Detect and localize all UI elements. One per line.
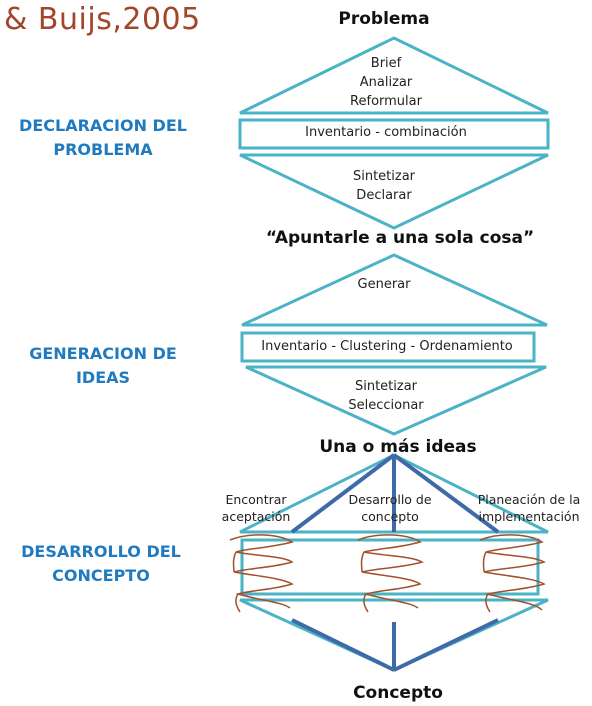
block1-step-declarar: Declarar [356,187,412,203]
heading-concepto: Concepto [353,683,443,703]
scribble-annotation-right [479,534,546,613]
stage-label-concept-line1: DESARROLLO DEL [21,542,181,561]
block1-step-sintetizar: Sintetizar [352,169,416,184]
heading-problema: Problema [338,9,430,29]
block3-column-implementacion: Planeación de la implementación [478,492,581,526]
block3-column-aceptacion-line2: aceptación [221,508,291,524]
stage-label-problem-line2: PROBLEMA [53,140,153,159]
block1-lower-triangle [239,153,549,230]
block2-box-text: Inventario - Clustering - Ordenamiento [261,339,513,354]
block1-box-text: Inventario - combinación [305,125,467,140]
block2-step-generar: Generar [357,277,411,292]
stage-label-ideas-line2: IDEAS [75,368,131,387]
block3-column-implementacion-line2: implementación [478,508,580,524]
stage-label-problem-line1: DECLARACION DEL [19,116,187,135]
block1-upper-triangle [239,36,549,115]
block2-box [240,331,536,363]
stage-label-concept-line2: CONCEPTO [52,566,150,585]
block2-upper-triangle [241,253,548,327]
heading-quote: “Apuntarle a una sola cosa” [265,228,535,248]
block2-lower-steps: Sintetizar Seleccionar [348,378,423,416]
stage-label-ideas-line1: GENERACION DE [29,344,177,363]
block2-step-seleccionar: Seleccionar [348,397,424,413]
block1-box [238,118,550,150]
block3-lower-left-edge [291,618,395,672]
block2-step-sintetizar: Sintetizar [354,379,418,394]
block3-box [240,538,540,596]
scribble-annotation-left [229,534,294,613]
block3-column-concepto-line1: Desarrollo de [348,492,432,507]
block1-step-reformular: Reformular [350,93,422,109]
block3-divider-right [392,453,500,534]
stage-label-ideas: GENERACION DE IDEAS [10,342,196,390]
corner-title: & Buijs,2005 [4,2,201,37]
block3-column-aceptacion: Encontrar aceptación [222,492,291,526]
block3-column-implementacion-line1: Planeación de la [477,492,581,507]
block2-upper-steps: Generar [358,276,411,295]
block3-column-concepto: Desarrollo de concepto [348,492,431,526]
block2-lower-triangle [245,365,547,436]
block3-column-aceptacion-line1: Encontrar [225,492,287,507]
block3-divider-left [290,453,396,534]
heading-una-o-mas-ideas: Una o más ideas [319,437,477,457]
block3-column-concepto-line2: concepto [361,508,419,524]
block1-step-analizar: Analizar [359,74,413,90]
stage-label-problem: DECLARACION DEL PROBLEMA [10,114,196,162]
block1-step-brief: Brief [370,56,402,71]
scribble-annotation-center [357,534,424,613]
block1-lower-steps: Sintetizar Declarar [353,168,415,206]
stage-label-concept: DESARROLLO DEL CONCEPTO [8,540,194,588]
block1-upper-steps: Brief Analizar Reformular [350,55,422,112]
block3-lower-right-edge [393,618,499,672]
